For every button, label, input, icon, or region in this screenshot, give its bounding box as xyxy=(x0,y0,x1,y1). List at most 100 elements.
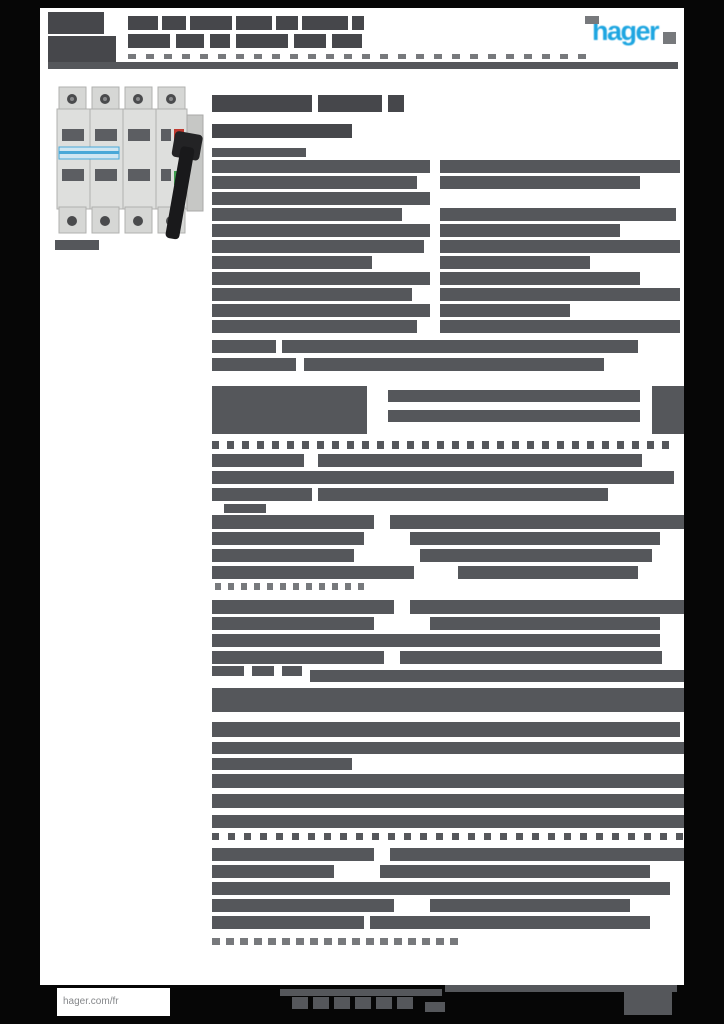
dotted-separator xyxy=(644,833,651,840)
header-dash-row xyxy=(560,54,568,59)
spec-value-redacted xyxy=(420,549,652,562)
logo-mark xyxy=(663,32,676,44)
header-dash-row xyxy=(398,54,406,59)
spec-value-redacted xyxy=(430,617,660,630)
spec-label-redacted xyxy=(212,471,334,484)
header-dash-row xyxy=(524,54,532,59)
dotted-separator xyxy=(242,441,249,449)
spec-label-redacted xyxy=(212,454,304,467)
dotted-leader xyxy=(306,583,312,590)
dotted-separator xyxy=(317,441,324,449)
dotted-separator xyxy=(287,441,294,449)
spec-label-redacted xyxy=(212,160,430,173)
dotted-separator xyxy=(557,441,564,449)
footer-social-icon[interactable] xyxy=(376,997,392,1009)
spec-value-redacted xyxy=(440,240,680,253)
header-title-redacted xyxy=(302,16,348,30)
dotted-separator xyxy=(452,441,459,449)
dotted-leader xyxy=(280,583,286,590)
spec-label-redacted xyxy=(212,288,412,301)
spec-value-redacted xyxy=(318,488,608,501)
footnote-dash-row xyxy=(436,938,444,945)
dotted-separator xyxy=(228,833,235,840)
header-subtitle-redacted xyxy=(294,34,326,48)
footer-social-icon[interactable] xyxy=(292,997,308,1009)
dotted-separator xyxy=(482,441,489,449)
dotted-separator xyxy=(332,441,339,449)
spec-note-redacted xyxy=(282,666,302,676)
product-caption-redacted xyxy=(55,240,99,250)
footer-social-icon[interactable] xyxy=(397,997,413,1009)
header-dash-row xyxy=(452,54,460,59)
spec-value-redacted xyxy=(440,320,680,333)
dotted-separator xyxy=(542,441,549,449)
footnote-dash-row xyxy=(226,938,234,945)
spec-label-redacted xyxy=(212,208,402,221)
footer-social-icon[interactable] xyxy=(355,997,371,1009)
spec-label-redacted xyxy=(212,148,306,157)
footer-social-icon[interactable] xyxy=(334,997,350,1009)
spec-label-redacted xyxy=(212,272,430,285)
header-dash-row xyxy=(272,54,280,59)
list-row-redacted xyxy=(212,688,684,712)
spec-value-redacted xyxy=(380,634,660,647)
dotted-leader xyxy=(241,583,247,590)
hager-logo: hager xyxy=(592,16,660,46)
dotted-separator xyxy=(377,441,384,449)
dotted-separator xyxy=(647,441,654,449)
header-rule xyxy=(48,62,678,69)
dotted-separator xyxy=(497,441,504,449)
dotted-separator xyxy=(437,441,444,449)
spec-label-redacted xyxy=(212,240,424,253)
rotary-handle xyxy=(165,131,203,240)
spec-label-redacted xyxy=(212,340,276,353)
spec-label-redacted xyxy=(212,848,374,861)
dotted-separator xyxy=(420,833,427,840)
spec-value-redacted xyxy=(440,176,640,189)
spec-value-redacted xyxy=(388,390,640,402)
dotted-separator xyxy=(612,833,619,840)
header-dash-row xyxy=(542,54,550,59)
section-title-redacted xyxy=(212,95,312,112)
header-dash-row xyxy=(488,54,496,59)
spec-value-redacted xyxy=(390,848,684,861)
dotted-separator xyxy=(532,833,539,840)
list-row-redacted xyxy=(212,742,684,754)
footnote-dash-row xyxy=(408,938,416,945)
dotted-separator xyxy=(362,441,369,449)
footer-text-bar xyxy=(445,985,677,992)
dotted-separator xyxy=(632,441,639,449)
dotted-leader xyxy=(267,583,273,590)
spec-label-redacted xyxy=(212,224,430,237)
dotted-separator xyxy=(292,833,299,840)
header-dash-row xyxy=(308,54,316,59)
dotted-leader xyxy=(319,583,325,590)
dotted-separator xyxy=(512,441,519,449)
module-windows xyxy=(62,129,171,181)
dotted-separator xyxy=(260,833,267,840)
dotted-separator xyxy=(527,441,534,449)
footer-website-link[interactable]: hager.com/fr xyxy=(63,996,119,1007)
dotted-separator xyxy=(308,833,315,840)
list-row-redacted xyxy=(212,794,684,808)
spec-label-redacted xyxy=(212,916,364,929)
dotted-separator xyxy=(404,833,411,840)
footnote-dash-row xyxy=(366,938,374,945)
footer-social-icon[interactable] xyxy=(313,997,329,1009)
header-title-redacted xyxy=(190,16,232,30)
header-title-redacted xyxy=(236,16,272,30)
spec-value-redacted xyxy=(440,304,570,317)
spec-label-redacted xyxy=(212,192,430,205)
header-subtitle-redacted xyxy=(128,34,170,48)
header-title-redacted xyxy=(352,16,364,30)
dotted-separator xyxy=(388,833,395,840)
section-subtitle-redacted xyxy=(212,124,352,138)
dotted-leader xyxy=(332,583,338,590)
section-title-redacted xyxy=(388,95,404,112)
header-dash-row xyxy=(362,54,370,59)
header-subtitle-redacted xyxy=(210,34,230,48)
product-photo xyxy=(56,86,204,240)
spec-label-redacted xyxy=(212,600,394,614)
header-subtitle-redacted xyxy=(236,34,288,48)
spec-note-redacted xyxy=(252,666,274,676)
